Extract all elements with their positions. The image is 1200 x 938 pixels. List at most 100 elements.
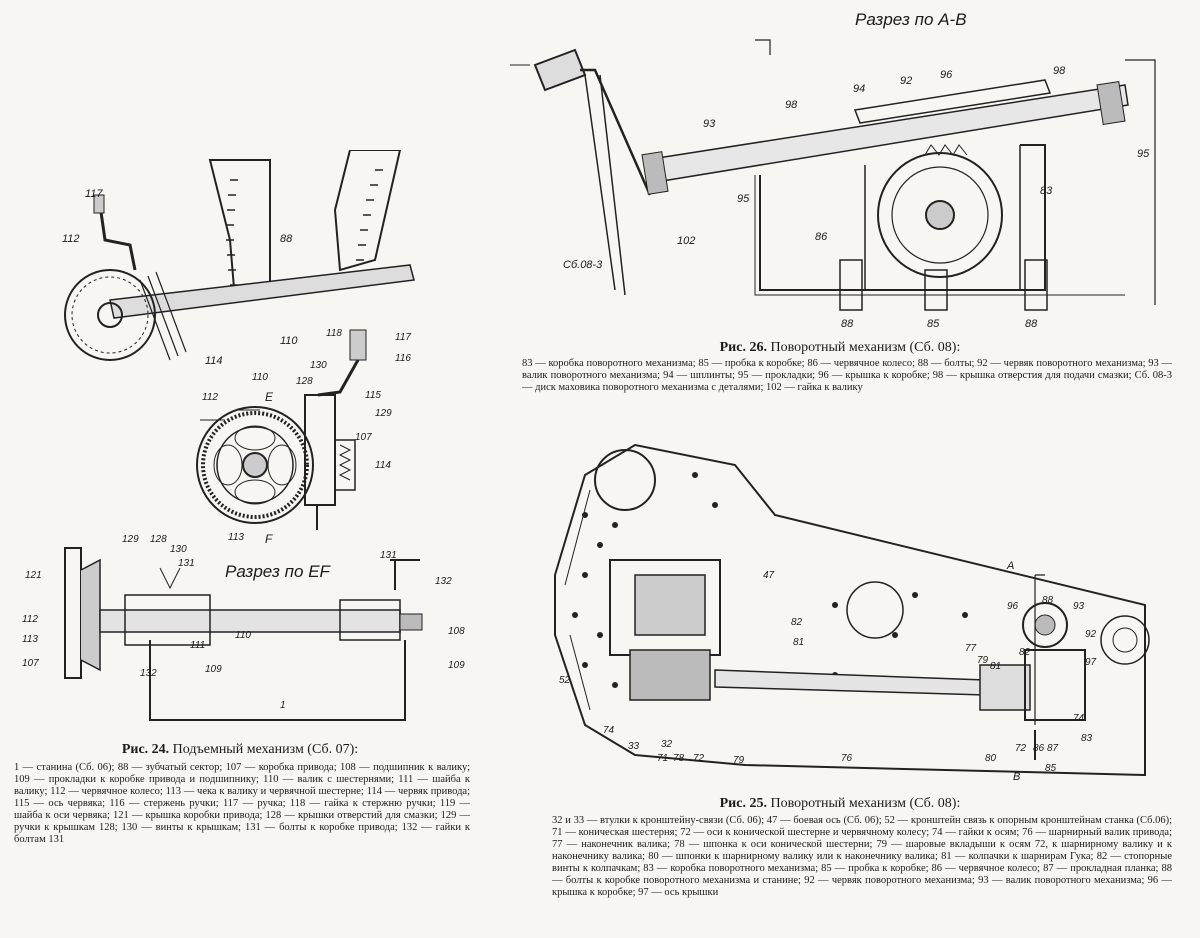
- callout: 112: [22, 614, 38, 625]
- figure-24-front-view: [196, 329, 367, 530]
- callout: 114: [205, 355, 223, 367]
- figure-25-number: Рис. 25.: [719, 796, 767, 811]
- figure-24-caption: Рис. 24. Подъемный механизм (Сб. 07):: [0, 742, 480, 758]
- callout: 102: [677, 235, 696, 247]
- callout: 76: [841, 753, 853, 764]
- callout: 116: [395, 353, 411, 364]
- figure-24-isometric-drawing: [64, 150, 415, 361]
- callout: 98: [1053, 65, 1066, 77]
- callout: 107: [22, 658, 39, 669]
- callout: 110: [280, 335, 298, 347]
- figure-24-title: Подъемный механизм (Сб. 07):: [172, 742, 359, 757]
- callout: 96: [1007, 601, 1019, 612]
- figure-24-number: Рис. 24.: [121, 742, 170, 757]
- callout: 93: [1073, 601, 1085, 612]
- figure-26-drawing: [510, 39, 1156, 311]
- callout: 87: [1047, 743, 1059, 754]
- callout: 117: [85, 188, 103, 200]
- callout: 82: [791, 617, 803, 628]
- callout: 33: [628, 741, 640, 752]
- callout: 47: [763, 570, 775, 581]
- callout: 71: [657, 753, 669, 764]
- callout: 88: [841, 318, 854, 330]
- callout: 79: [977, 655, 989, 666]
- figure-25-title: Поворотный механизм (Сб. 08):: [770, 796, 961, 811]
- callout: 111: [190, 640, 206, 651]
- callout: 94: [853, 83, 866, 95]
- callout: 82: [1019, 647, 1031, 658]
- callout: 72: [693, 753, 705, 764]
- callout: 79: [733, 755, 745, 766]
- callout: 32: [661, 739, 673, 750]
- callout: 128: [150, 534, 167, 545]
- callout: 88: [1025, 318, 1038, 330]
- callout: 85: [927, 318, 940, 330]
- callout: 132: [140, 668, 157, 679]
- callout: 107: [355, 432, 372, 443]
- callout: 109: [205, 664, 222, 675]
- callout: 93: [703, 118, 716, 130]
- callout: 110: [235, 630, 251, 641]
- callout: 80: [985, 753, 997, 764]
- callout: 86: [815, 231, 828, 243]
- callout: 112: [62, 233, 80, 245]
- figure-25-callouts: 47 82 81 52 74 33 71 32 78 72 79 76 77 7…: [545, 435, 1195, 795]
- callout: 131: [380, 550, 397, 561]
- callout: 74: [603, 725, 615, 736]
- callout: 110: [252, 372, 268, 383]
- callout: 118: [326, 328, 342, 339]
- figure-25-caption: Рис. 25. Поворотный механизм (Сб. 08):: [500, 796, 1180, 812]
- callout: 96: [940, 69, 953, 81]
- figure-24-callouts-mid: 118 117 116 130 128 115 129 107 114 110 …: [180, 320, 420, 550]
- section-marker: F: [265, 532, 273, 546]
- callout: Сб.08-3: [563, 259, 603, 271]
- callout: 81: [793, 637, 805, 648]
- callout: 52: [559, 675, 571, 686]
- figure-26-caption: Рис. 26. Поворотный механизм (Сб. 08):: [500, 340, 1180, 356]
- callout: 86: [1033, 743, 1045, 754]
- callout: 81: [990, 661, 1002, 672]
- callout: 115: [365, 390, 381, 401]
- figure-25-drawing: [554, 443, 1150, 777]
- callout: 129: [122, 534, 139, 545]
- callout: 128: [296, 376, 313, 387]
- callout: 85: [1045, 763, 1057, 774]
- figure-24-callouts-top: 117 112 88 110 114: [30, 150, 460, 390]
- figure-24-callouts-section: 129 128 130 131 121 131 132 112 113 107 …: [0, 530, 470, 740]
- callout: 92: [1085, 629, 1097, 640]
- callout: 92: [900, 75, 913, 87]
- callout: 83: [1081, 733, 1093, 744]
- callout: 114: [375, 460, 391, 471]
- figure-24-section-drawing: [64, 547, 423, 721]
- section-marker: B: [1013, 771, 1021, 783]
- callout: 72: [1015, 743, 1027, 754]
- callout: 77: [965, 643, 977, 654]
- callout: 1: [280, 700, 286, 711]
- callout: 113: [228, 532, 244, 543]
- figure-26-legend: 83 — коробка поворотного механизма; 85 —…: [522, 358, 1172, 393]
- section-marker: E: [265, 390, 274, 404]
- figure-24-legend: 1 — станина (Сб. 06); 88 — зубчатый сект…: [14, 762, 470, 845]
- callout: 74: [1073, 713, 1085, 724]
- callout: 132: [435, 576, 452, 587]
- callout: 95: [1137, 148, 1150, 160]
- callout: 131: [178, 558, 195, 569]
- figure-26-section-label: Разрез по А-В: [855, 10, 967, 29]
- callout: 130: [310, 360, 327, 371]
- callout: 88: [280, 233, 293, 245]
- callout: 88: [1042, 595, 1054, 606]
- callout: 130: [170, 544, 187, 555]
- callout: 109: [448, 660, 465, 671]
- figure-25-legend: 32 и 33 — втулки к кронштейну-связи (Сб.…: [552, 815, 1172, 898]
- callout: 113: [22, 634, 38, 645]
- callout: 108: [448, 626, 465, 637]
- figure-26-number: Рис. 26.: [719, 340, 767, 355]
- callout: 98: [785, 99, 798, 111]
- callout: 117: [395, 332, 411, 343]
- callout: 78: [673, 753, 685, 764]
- callout: 112: [202, 392, 218, 403]
- figure-26-title: Поворотный механизм (Сб. 08):: [770, 340, 961, 355]
- figure-26-callouts: 94 92 96 98 98 93 95 95 83 86 102 Сб.08-…: [505, 35, 1165, 335]
- callout: 129: [375, 408, 392, 419]
- callout: 97: [1085, 657, 1097, 668]
